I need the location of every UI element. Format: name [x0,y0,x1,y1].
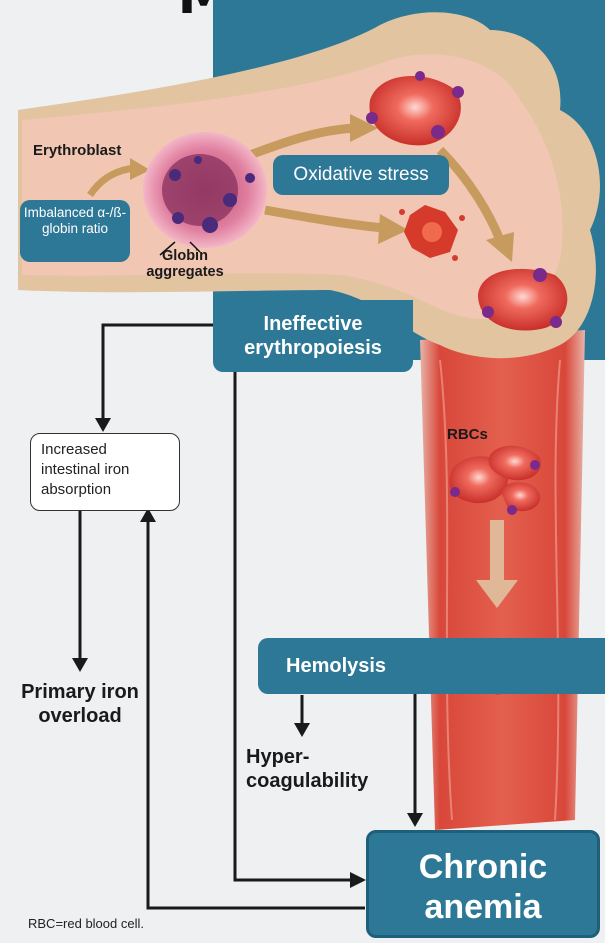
globin-aggregates-label: Globin aggregates [140,248,230,280]
erythroblast-label: Erythroblast [33,142,121,159]
hypercoagulability-label: Hyper- coagulability [246,745,406,793]
increased-iron-box: Increased intestinal iron absorption [30,433,180,511]
oxidative-stress-box: Oxidative stress [273,155,449,195]
footnote: RBC=red blood cell. [28,916,144,931]
primary-iron-overload-label: Primary iron overload [20,680,140,728]
erythroblast-cell [143,132,267,248]
chronic-anemia-box: Chronic anemia [366,830,600,938]
rbcs-label: RBCs [447,426,488,443]
imbalanced-globin-box: Imbalanced α-/ß-globin ratio [20,200,130,262]
hemolysis-box: Hemolysis [258,638,605,694]
ineffective-erythropoiesis-box: Ineffective erythropoiesis [213,300,413,372]
flow-arrows [80,325,415,908]
